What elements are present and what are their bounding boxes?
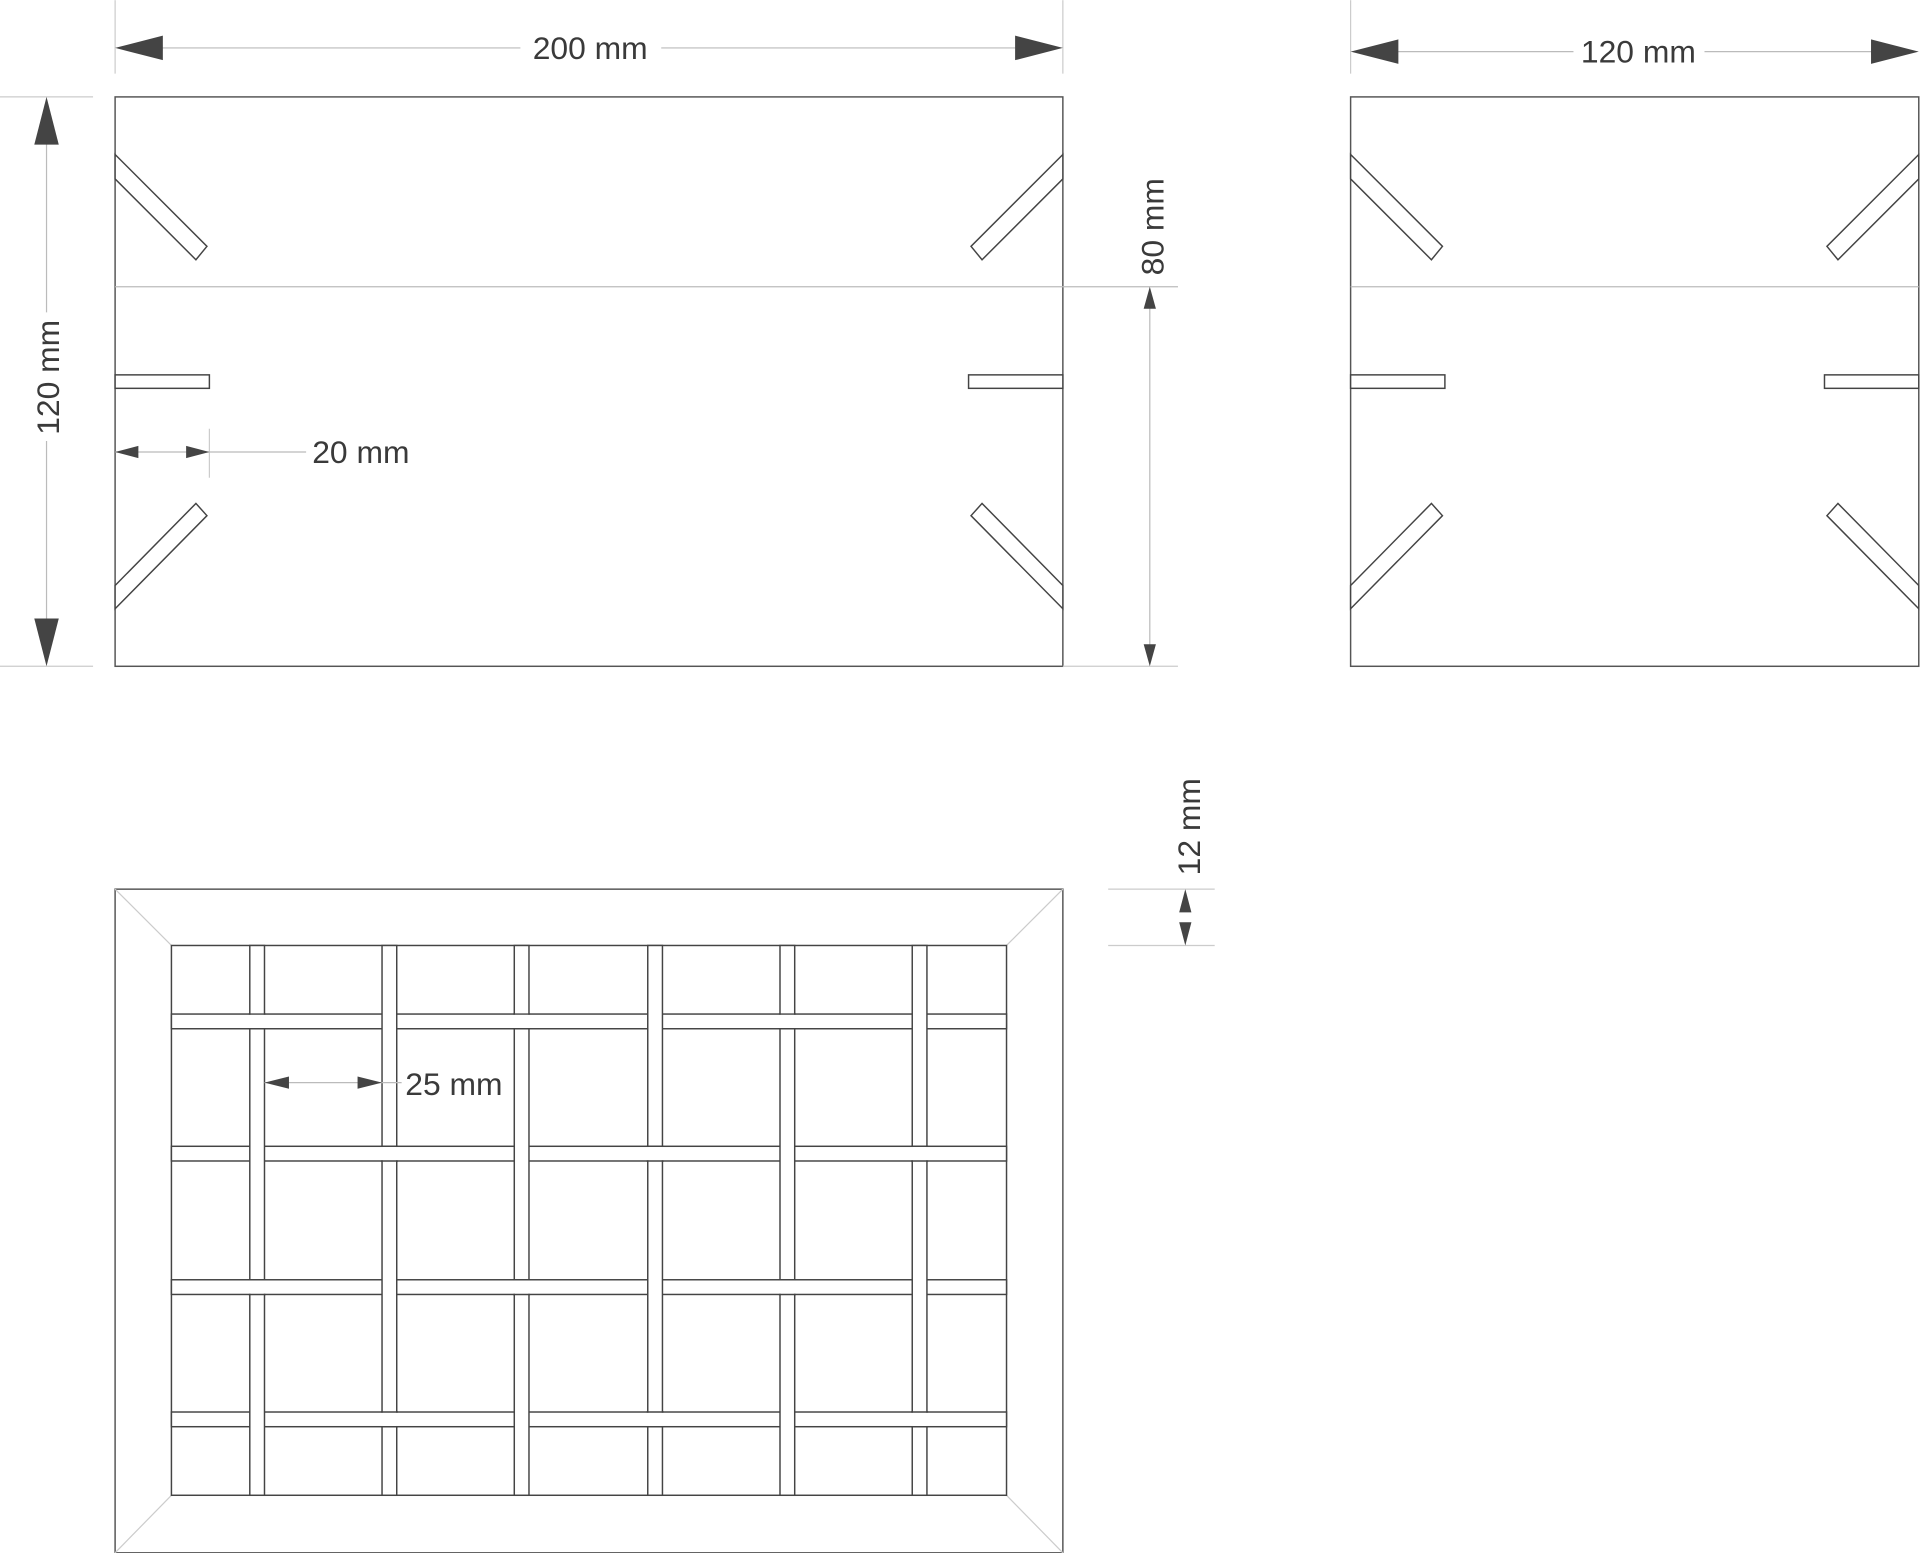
horizontal-strip (170, 1411, 1008, 1428)
strip-crossing (646, 1412, 664, 1426)
strip-crossing (513, 1280, 531, 1294)
grid-spacing-label: 25 mm (405, 1066, 502, 1102)
vertical-strip (779, 944, 796, 1497)
vertical-strip (249, 944, 266, 1497)
front-view (0, 0, 1178, 668)
frame-thickness-label: 12 mm (1171, 778, 1207, 875)
horizontal-strip (170, 1013, 1008, 1030)
strip-crossing (248, 1014, 266, 1029)
strip-crossing (380, 1147, 398, 1161)
vertical-strip (647, 944, 664, 1497)
width-dimension: 200 mm (115, 30, 1063, 66)
side-view: 120 mm (1349, 0, 1920, 668)
strip-crossing (778, 1280, 796, 1294)
strip-crossing (513, 1014, 531, 1029)
height-dimension: 120 mm (30, 96, 66, 667)
strip-crossing (778, 1014, 796, 1029)
width-label: 200 mm (533, 30, 648, 66)
strip-crossing (911, 1147, 929, 1161)
woven-grid (170, 944, 1008, 1497)
lower-height-label: 80 mm (1134, 178, 1170, 275)
slot-depth-label: 20 mm (312, 434, 409, 470)
height-label: 120 mm (30, 320, 66, 435)
strip-crossing (248, 1280, 266, 1294)
vertical-strip (911, 944, 928, 1497)
lower-height-dimension: 80 mm (1134, 178, 1170, 667)
vertical-strip (513, 944, 530, 1497)
horizontal-strip (170, 1279, 1008, 1296)
strip-crossing (380, 1412, 398, 1426)
bottom-view: 12 mm 25 mm (114, 778, 1215, 1553)
side-width-label: 120 mm (1581, 34, 1696, 70)
strip-crossing (911, 1412, 929, 1426)
slot-depth-dimension: 20 mm (115, 434, 410, 470)
horizontal-strip (170, 1145, 1008, 1162)
strip-crossing (646, 1147, 664, 1161)
